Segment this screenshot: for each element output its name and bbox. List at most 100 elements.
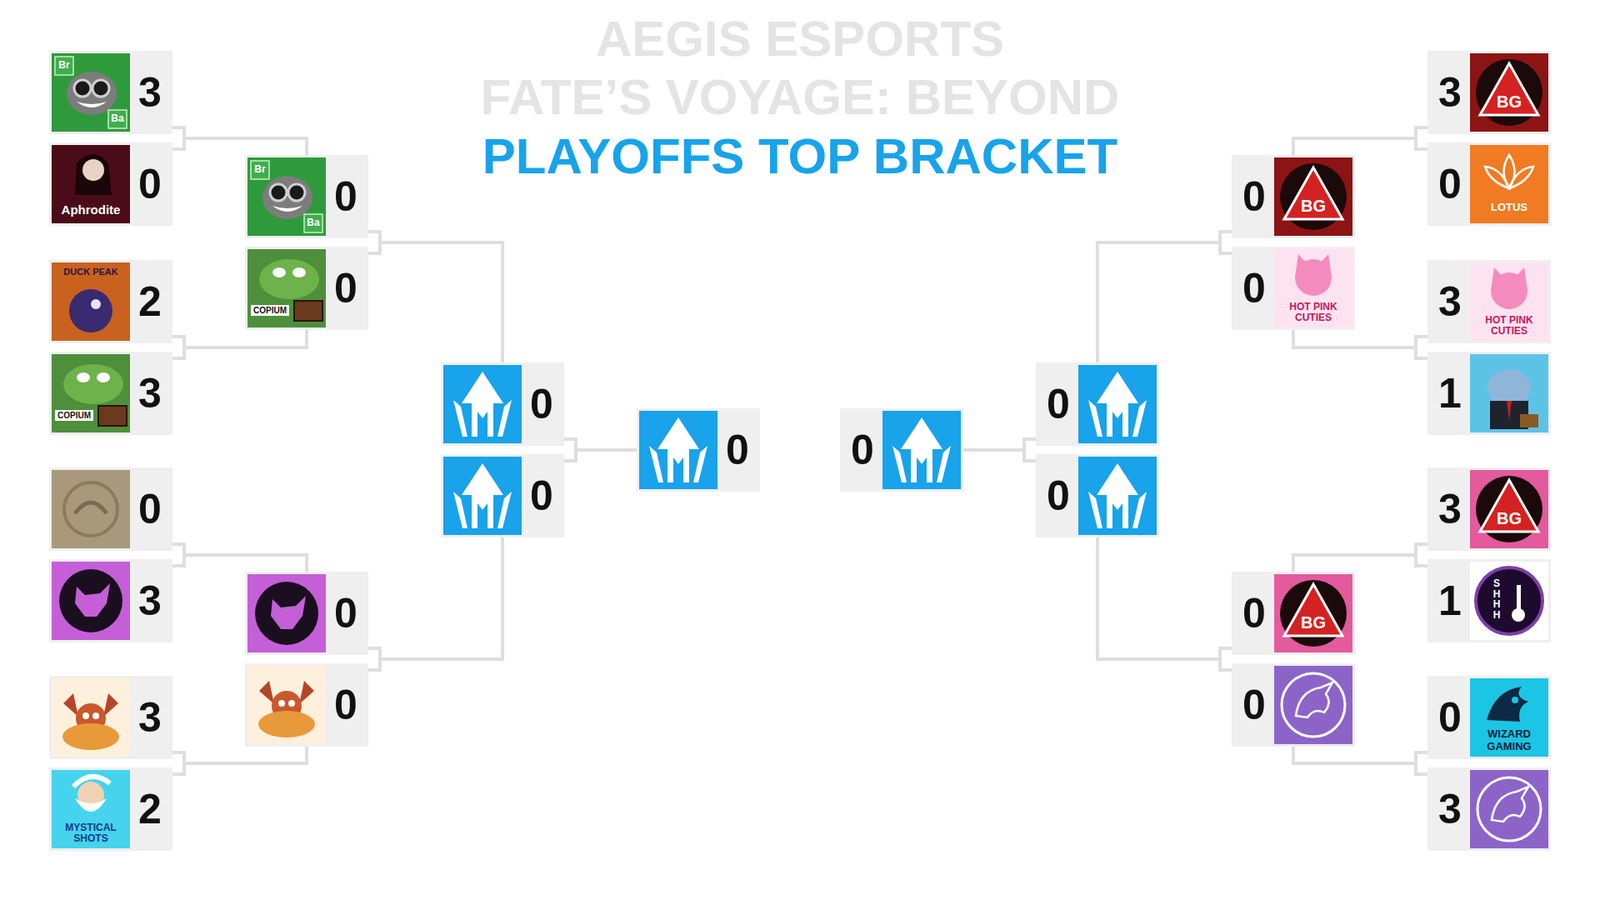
team-logo: HOT PINK CUTIES bbox=[1470, 262, 1549, 341]
logo-shape bbox=[103, 693, 119, 717]
bracket-line bbox=[368, 537, 503, 670]
team-slot: 0 bbox=[840, 408, 964, 492]
logo-shape bbox=[1132, 491, 1147, 529]
bracket-line bbox=[368, 242, 503, 363]
team-slot: 1 bbox=[1427, 351, 1551, 435]
logo-text-holder: LOTUS bbox=[1471, 201, 1547, 214]
team-logo: WIZARD GAMING bbox=[1470, 678, 1549, 757]
logo-shape bbox=[96, 372, 110, 383]
logo-shape bbox=[1511, 696, 1519, 704]
team-slot: COPIUM 0 bbox=[245, 246, 369, 330]
bracket-line bbox=[1097, 537, 1232, 670]
logo-art bbox=[882, 410, 961, 490]
team-logo: BG bbox=[1470, 53, 1549, 132]
logo-shape bbox=[1096, 463, 1139, 529]
logo-shape bbox=[304, 214, 323, 233]
heading-row: AEGIS ESPORTS bbox=[0, 10, 1600, 68]
logo-art bbox=[1078, 456, 1157, 535]
team-slot: 0 bbox=[245, 663, 369, 747]
logo-shape bbox=[258, 710, 315, 738]
score: 0 bbox=[334, 175, 358, 218]
logo-shape bbox=[62, 723, 120, 750]
logo-art bbox=[1470, 770, 1549, 849]
bracket-line bbox=[1293, 138, 1428, 155]
logo-shape bbox=[66, 71, 117, 115]
team-logo bbox=[1470, 770, 1549, 849]
team-logo: LOTUS bbox=[1470, 145, 1549, 224]
bracket-line bbox=[1097, 231, 1232, 363]
logo-wordmark: COPIUM bbox=[57, 410, 91, 420]
logo-shape bbox=[1132, 400, 1147, 437]
logo-wordmark: HOT PINK CUTIES bbox=[1472, 315, 1546, 337]
logo-shape bbox=[82, 712, 90, 720]
logo-shape bbox=[1295, 259, 1332, 296]
score: 0 bbox=[334, 267, 358, 310]
logo-shape bbox=[76, 372, 90, 383]
logo-shape bbox=[1485, 166, 1510, 189]
score: 0 bbox=[334, 592, 358, 635]
score: 2 bbox=[138, 788, 162, 830]
logo-shape bbox=[59, 569, 123, 633]
logo-shape bbox=[74, 80, 91, 97]
logo-shape bbox=[262, 175, 313, 220]
team-logo bbox=[1470, 354, 1549, 433]
logo-art bbox=[443, 365, 522, 444]
logo-shape bbox=[1511, 608, 1525, 622]
logo-shape bbox=[250, 160, 270, 180]
bracket-line bbox=[172, 544, 307, 572]
team-logo bbox=[443, 456, 522, 535]
logo-shape bbox=[63, 693, 79, 717]
team-logo: BG bbox=[1274, 574, 1353, 653]
logo-shape bbox=[1516, 585, 1521, 612]
logo-art bbox=[51, 470, 130, 549]
team-logo: DUCK PEAK bbox=[51, 262, 130, 341]
logo-wordmark: Br bbox=[254, 164, 265, 175]
event-heading: FATE’S VOYAGE: BEYOND bbox=[480, 69, 1120, 125]
logo-wordmark: BG bbox=[1496, 509, 1522, 528]
logo-text-holder: WIZARD GAMING bbox=[1472, 728, 1546, 753]
score: 0 bbox=[850, 429, 875, 471]
score: 0 bbox=[1046, 475, 1070, 517]
logo-wordmark: BG bbox=[1300, 613, 1326, 632]
logo-text-holder: BG bbox=[1290, 195, 1336, 216]
logo-wordmark: BG bbox=[1300, 196, 1326, 215]
logo-shape bbox=[108, 110, 127, 129]
logo-shape bbox=[1486, 686, 1529, 722]
team-logo bbox=[51, 561, 130, 640]
score: 0 bbox=[1242, 684, 1266, 726]
logo-shape bbox=[453, 400, 468, 437]
logo-wordmark: SHHH bbox=[1491, 578, 1502, 620]
score: 0 bbox=[138, 488, 162, 530]
team-slot: 0 bbox=[245, 571, 369, 655]
score: 0 bbox=[138, 163, 162, 205]
team-logo bbox=[443, 365, 522, 444]
logo-shape bbox=[1509, 166, 1534, 189]
logo-shape bbox=[1475, 567, 1543, 635]
bracket-line bbox=[1293, 555, 1428, 572]
score: 0 bbox=[1046, 383, 1070, 425]
team-logo: COPIUM bbox=[247, 249, 326, 328]
team-logo: BrBa bbox=[247, 157, 326, 236]
bracket-line bbox=[1293, 746, 1428, 775]
logo-art bbox=[443, 456, 522, 535]
logo-shape bbox=[657, 417, 700, 483]
logo-shape bbox=[1280, 580, 1347, 647]
logo-art bbox=[51, 561, 130, 640]
bracket-title: PLAYOFFS TOP BRACKET bbox=[482, 128, 1118, 185]
logo-text-holder: COPIUM bbox=[250, 305, 290, 316]
team-slot: 0BG bbox=[1231, 155, 1355, 239]
logo-text-holder: HOT PINK CUTIES bbox=[1472, 315, 1546, 337]
logo-shape bbox=[270, 184, 287, 201]
score: 3 bbox=[1438, 488, 1462, 530]
bracket-line bbox=[368, 231, 503, 363]
score: 3 bbox=[1438, 788, 1462, 830]
team-slot: 0BG bbox=[1231, 571, 1355, 655]
logo-shape bbox=[69, 289, 113, 333]
score: 3 bbox=[138, 696, 162, 739]
logo-shape bbox=[497, 400, 512, 437]
team-slot: 0 bbox=[1231, 663, 1355, 747]
logo-text-holder: MYSTICAL SHOTS bbox=[54, 822, 128, 845]
logo-shape bbox=[1284, 167, 1343, 220]
logo-text-holder: Aphrodite bbox=[53, 203, 129, 218]
